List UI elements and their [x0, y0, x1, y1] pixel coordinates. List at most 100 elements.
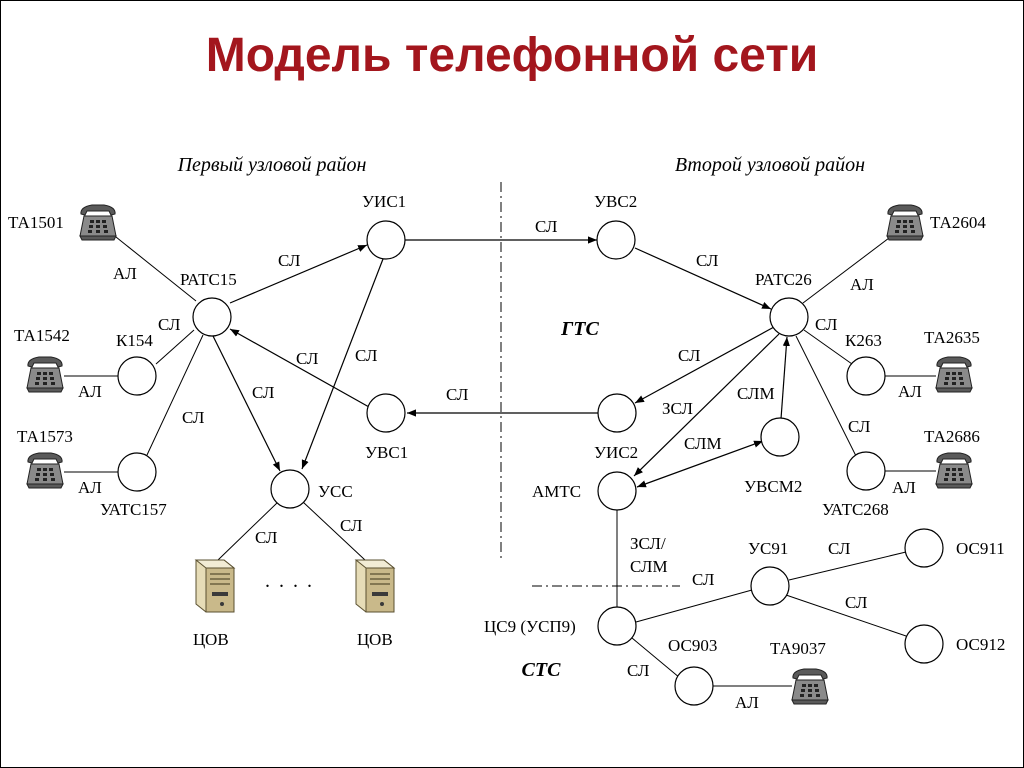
node-label-os911: ОС911	[956, 539, 1005, 558]
node-uvs2	[596, 220, 636, 260]
link-k154-rats15	[155, 329, 195, 365]
link-label-al: АЛ	[78, 382, 102, 401]
link-label-sl: СЛ	[845, 593, 868, 612]
link-cs9-os903	[631, 637, 681, 679]
node-rats26	[769, 297, 809, 337]
link-label-al: АЛ	[898, 382, 922, 401]
phone-icon	[26, 452, 64, 489]
node-rats15	[192, 297, 232, 337]
link-label-sl: СЛ	[340, 516, 363, 535]
arrow-uvs2-rats26	[634, 247, 772, 310]
link-label-sl: СЛ	[828, 539, 851, 558]
link-label-al: АЛ	[892, 478, 916, 497]
link-us91-os912	[785, 594, 910, 638]
link-label-sl: СЛ	[355, 346, 378, 365]
link-label-zsl-slm: ЗСЛ/	[630, 534, 666, 553]
node-label-cs9: ЦС9 (УСП9)	[484, 617, 576, 636]
link-rats26-ta2604	[802, 234, 894, 304]
phone-icon	[79, 204, 117, 241]
node-uss	[270, 469, 310, 509]
node-label-us91: УС91	[748, 539, 788, 558]
server-icon	[195, 559, 235, 613]
server-label-cov2: ЦОВ	[357, 630, 393, 649]
node-label-uis2: УИС2	[594, 443, 638, 462]
link-label-zsl-slm: СЛМ	[630, 557, 668, 576]
node-us91	[750, 566, 790, 606]
link-label-sl: СЛ	[252, 383, 275, 402]
link-label-sl: СЛ	[848, 417, 871, 436]
link-label-sl: СЛ	[296, 349, 319, 368]
phone-icon	[886, 204, 924, 241]
node-k263	[846, 356, 886, 396]
node-uvsm2	[760, 417, 800, 457]
node-uats157	[117, 452, 157, 492]
link-label-al: АЛ	[735, 693, 759, 712]
phone-label-ta9037: ТА9037	[770, 639, 826, 658]
node-label-uss: УСС	[318, 482, 353, 501]
link-cs9-us91	[635, 589, 753, 623]
node-label-uats157: УАТС157	[100, 500, 167, 519]
link-label-sl: СЛ	[678, 346, 701, 365]
arrow-uvs1-rats15	[229, 328, 370, 408]
ellipsis: . . . .	[265, 570, 314, 592]
link-uss-cov1	[217, 501, 279, 561]
link-label-zsl: ЗСЛ	[662, 399, 693, 418]
region-label-second: Второй узловой район	[675, 154, 865, 176]
node-amts	[597, 471, 637, 511]
network-label-gts: ГТС	[560, 318, 599, 340]
link-label-sl: СЛ	[535, 217, 558, 236]
phone-label-ta1573: ТА1573	[17, 427, 73, 446]
link-uats157-rats15	[146, 334, 204, 456]
node-label-k263: К263	[845, 331, 882, 350]
node-label-rats15: РАТС15	[180, 270, 237, 289]
server-label-cov1: ЦОВ	[193, 630, 229, 649]
link-uss-cov2	[302, 501, 366, 561]
arrow-uis1-uss	[301, 258, 384, 470]
node-label-uis1: УИС1	[362, 192, 406, 211]
phone-label-ta2604: ТА2604	[930, 213, 986, 232]
link-label-sl: СЛ	[446, 385, 469, 404]
link-rats26-uats268	[795, 335, 857, 457]
page-title: Модель телефонной сети	[205, 29, 819, 82]
link-label-al: АЛ	[113, 264, 137, 283]
network-label-sts: СТС	[522, 659, 562, 681]
arrow-uvsm2-rats26	[780, 336, 790, 420]
node-label-uats268: УАТС268	[822, 500, 889, 519]
link-label-sl: СЛ	[692, 570, 715, 589]
phone-label-ta1542: ТА1542	[14, 326, 70, 345]
node-label-k154: К154	[116, 331, 153, 350]
region-label-first: Первый узловой район	[177, 154, 367, 176]
link-label-sl: СЛ	[182, 408, 205, 427]
arrow-rats26-uis2	[634, 326, 775, 404]
phone-label-ta2635: ТА2635	[924, 328, 980, 347]
link-label-slm: СЛМ	[684, 434, 722, 453]
arrow-rats15-uis1	[229, 244, 368, 304]
node-k154	[117, 356, 157, 396]
node-label-uvs2: УВС2	[594, 192, 637, 211]
server-icon	[355, 559, 395, 613]
node-uvs1	[366, 393, 406, 433]
link-label-sl: СЛ	[278, 251, 301, 270]
arrow-rats15-uss	[212, 335, 281, 472]
link-label-sl: СЛ	[815, 315, 838, 334]
node-label-rats26: РАТС26	[755, 270, 812, 289]
node-cs9	[597, 606, 637, 646]
phone-icon	[26, 356, 64, 393]
arrow-uvsm2-amts	[636, 440, 764, 488]
phone-icon	[935, 452, 973, 489]
arrow-rats26-amts	[633, 333, 780, 477]
node-label-uvsm2: УВСМ2	[744, 477, 802, 496]
link-label-sl: СЛ	[696, 251, 719, 270]
node-uis1	[366, 220, 406, 260]
link-label-sl: СЛ	[158, 315, 181, 334]
link-rats26-k263	[803, 329, 853, 365]
phone-icon	[935, 356, 973, 393]
node-uats268	[846, 451, 886, 491]
node-label-os903: ОС903	[668, 636, 717, 655]
link-label-al: АЛ	[78, 478, 102, 497]
link-label-sl: СЛ	[255, 528, 278, 547]
link-label-slm: СЛМ	[737, 384, 775, 403]
link-label-al: АЛ	[850, 275, 874, 294]
phone-label-ta1501: ТА1501	[8, 213, 64, 232]
